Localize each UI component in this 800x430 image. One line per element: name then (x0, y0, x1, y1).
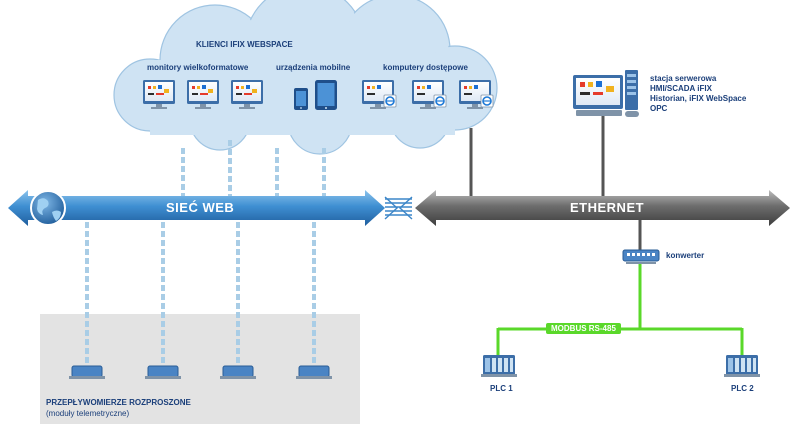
mobile-devices-group (294, 80, 337, 110)
computer-icon (362, 80, 397, 109)
tablet-icon (315, 80, 337, 110)
web-bus (8, 190, 385, 226)
web-bus-label: SIEĆ WEB (166, 200, 235, 215)
large-monitors-group (143, 80, 263, 109)
browser-icon (480, 94, 494, 108)
phone-icon (294, 88, 308, 110)
plc2-label: PLC 2 (731, 384, 754, 393)
monitor-icon (231, 80, 263, 109)
sensors-subtitle: (moduły telemetryczne) (46, 409, 130, 418)
globe-icon (30, 190, 66, 226)
monitor-icon (143, 80, 175, 109)
ethernet-bus (415, 190, 790, 226)
flowmeter-icon (220, 365, 256, 379)
plc1-label: PLC 1 (490, 384, 513, 393)
flowmeter-icon (296, 365, 332, 379)
converter-icon (622, 249, 660, 264)
plc-icon (481, 355, 517, 377)
converter-label: konwerter (666, 251, 705, 260)
access-computers-group (362, 80, 494, 109)
server-station-icon (573, 70, 639, 117)
server-label-line: Historian, iFIX WebSpace (650, 94, 747, 103)
ethernet-uplinks (469, 112, 642, 250)
server-label-line: stacja serwerowa (650, 74, 717, 83)
cloud-web-links (181, 140, 326, 196)
modbus-label: MODBUS RS-485 (546, 323, 621, 334)
flowmeter-icon (145, 365, 181, 379)
server-label-line: OPC (650, 104, 668, 113)
computer-icon (412, 80, 447, 109)
flowmeter-icon (69, 365, 105, 379)
computer-icon (459, 80, 494, 109)
computers-group-label: komputery dostępowe (383, 63, 468, 72)
server-label: stacja serwerowa HMI/SCADA iFIX Historia… (650, 74, 746, 114)
monitor-icon (187, 80, 219, 109)
server-label-line: HMI/SCADA iFIX (650, 84, 712, 93)
bus-coupler (384, 196, 413, 220)
monitors-group-label: monitory wielkoformatowe (147, 63, 249, 72)
plc-icon (724, 355, 760, 377)
browser-icon (433, 94, 447, 108)
sensors-title: PRZEPŁYWOMIERZE ROZPROSZONE (46, 398, 191, 407)
ethernet-bus-label: ETHERNET (570, 200, 645, 215)
cloud-title: KLIENCI IFIX WEBSPACE (196, 40, 293, 49)
browser-icon (383, 94, 397, 108)
mobile-group-label: urządzenia mobilne (276, 63, 351, 72)
